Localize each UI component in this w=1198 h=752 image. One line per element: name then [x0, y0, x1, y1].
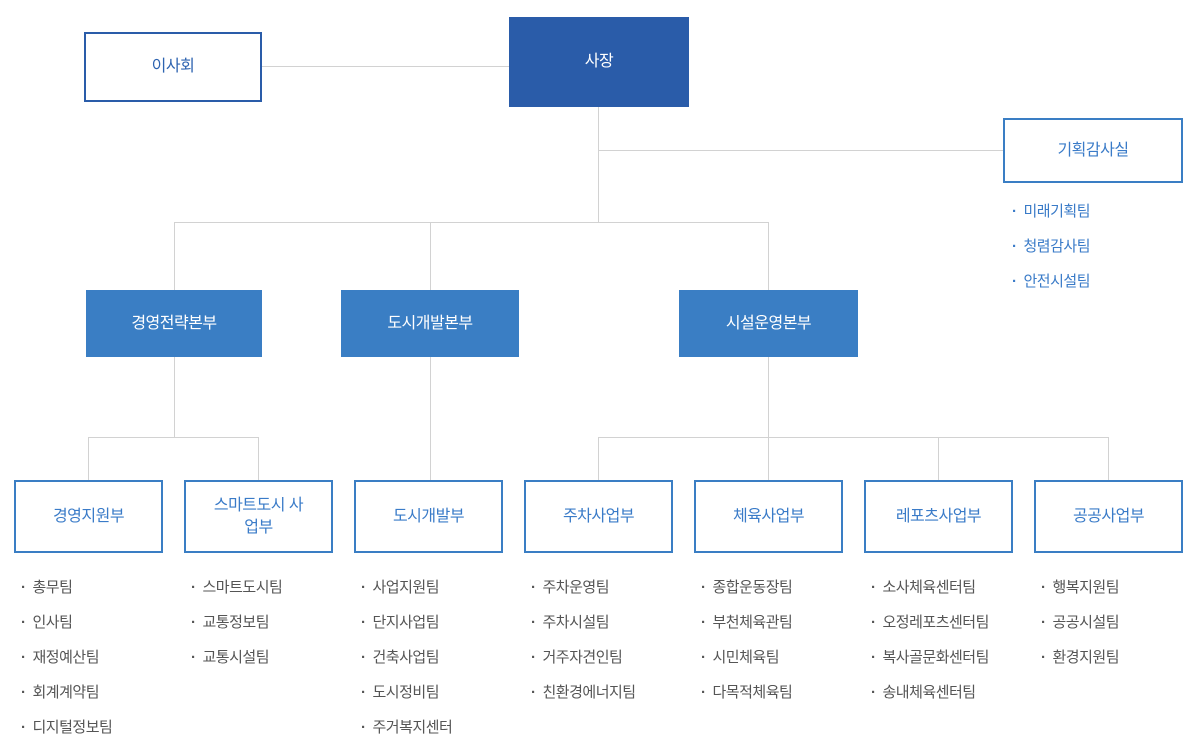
connector-division2-down: [430, 357, 431, 480]
team-item: 종합운동장팀: [701, 577, 793, 599]
org-node-board-label: 이사회: [151, 58, 195, 76]
connector-dept1-drop: [88, 437, 89, 480]
team-item: 송내체육센터팀: [871, 682, 989, 704]
connector-board-president: [262, 66, 509, 67]
audit-team-list: 미래기획팀 청렴감사팀 안전시설팀: [1012, 201, 1091, 306]
team-item: 행복지원팀: [1041, 577, 1120, 599]
team-item: 단지사업팀: [361, 612, 452, 634]
team-item: 청렴감사팀: [1012, 236, 1091, 258]
dept-team-list-leports: 소사체육센터팀 오정레포츠센터팀 복사골문화센터팀 송내체육센터팀: [871, 577, 990, 717]
connector-president-down: [598, 107, 599, 223]
team-item: 다목적체육팀: [701, 682, 793, 704]
team-item: 총무팀: [21, 577, 112, 599]
org-node-division-management-strategy: 경영전략본부: [86, 290, 262, 357]
org-node-division-facility-operation: 시설운영본부: [679, 290, 858, 357]
team-item: 친환경에너지팀: [531, 682, 637, 704]
dept-team-list-parking: 주차운영팀 주차시설팀 거주자견인팀 친환경에너지팀: [531, 577, 637, 717]
connector-dept4-drop: [598, 437, 599, 480]
org-node-dept-smart-city: 스마트도시 사업부: [184, 480, 333, 553]
team-item: 인사팀: [21, 612, 112, 634]
org-node-dept-parking: 주차사업부: [524, 480, 673, 553]
dept-team-list-public: 행복지원팀 공공시설팀 환경지원팀: [1041, 577, 1120, 682]
team-item: 건축사업팀: [361, 647, 452, 669]
connector-branch1-horizontal: [88, 437, 259, 438]
connector-dept5-drop: [768, 437, 769, 480]
org-node-board: 이사회: [84, 32, 262, 102]
team-item: 교통정보팀: [191, 612, 282, 634]
org-node-audit-office-label: 기획감사실: [1057, 141, 1129, 159]
team-item: 회계계약팀: [21, 682, 112, 704]
org-node-audit-office: 기획감사실: [1003, 118, 1183, 183]
team-item: 부천체육관팀: [701, 612, 793, 634]
dept-label: 경영지원부: [52, 507, 125, 525]
division-label: 도시개발본부: [387, 314, 473, 332]
connector-dept2-drop: [258, 437, 259, 480]
connector-to-audit: [599, 150, 1003, 151]
team-item: 환경지원팀: [1041, 647, 1120, 669]
team-item: 시민체육팀: [701, 647, 792, 669]
team-item: 거주자견인팀: [531, 647, 636, 669]
org-node-dept-leports: 레포츠사업부: [864, 480, 1013, 553]
connector-divisions-horizontal: [174, 222, 769, 223]
org-node-division-urban-development: 도시개발본부: [341, 290, 519, 357]
dept-label: 도시개발부: [392, 507, 465, 525]
org-node-dept-management-support: 경영지원부: [14, 480, 163, 553]
org-node-president-label: 사장: [584, 53, 614, 71]
dept-label: 주차사업부: [562, 507, 635, 525]
team-item: 사업지원팀: [361, 577, 452, 599]
connector-division3-down: [768, 357, 769, 437]
connector-dept7-drop: [1108, 437, 1109, 480]
connector-branch3-horizontal: [598, 437, 1109, 438]
org-node-dept-sports: 체육사업부: [694, 480, 843, 553]
team-item: 소사체육센터팀: [871, 577, 989, 599]
division-label: 시설운영본부: [725, 314, 812, 332]
team-item: 주차운영팀: [531, 577, 636, 599]
dept-team-list-management-support: 총무팀 인사팀 재정예산팀 회계계약팀 디지털정보팀: [21, 577, 113, 752]
dept-team-list-smart-city: 스마트도시팀 교통정보팀 교통시설팀: [191, 577, 283, 682]
team-item: 도시정비팀: [361, 682, 452, 704]
team-item: 재정예산팀: [21, 647, 112, 669]
team-item: 디지털정보팀: [21, 717, 113, 739]
org-node-dept-public: 공공사업부: [1034, 480, 1183, 553]
connector-division3-drop: [768, 222, 769, 290]
dept-team-list-sports: 종합운동장팀 부천체육관팀 시민체육팀 다목적체육팀: [701, 577, 793, 717]
dept-label: 체육사업부: [732, 507, 805, 525]
division-label: 경영전략본부: [131, 314, 217, 332]
dept-label: 공공사업부: [1072, 507, 1145, 525]
dept-label: 레포츠사업부: [895, 507, 982, 525]
dept-label: 스마트도시 사업부: [213, 496, 304, 536]
connector-division1-drop: [174, 222, 175, 290]
dept-team-list-urban-development: 사업지원팀 단지사업팀 건축사업팀 도시정비팀 주거복지센터: [361, 577, 453, 752]
org-node-dept-urban-development: 도시개발부: [354, 480, 503, 553]
connector-division2-drop: [430, 222, 431, 290]
team-item: 복사골문화센터팀: [871, 647, 990, 669]
team-item: 오정레포츠센터팀: [871, 612, 990, 634]
org-node-president: 사장: [509, 17, 689, 107]
team-item: 주거복지센터: [361, 717, 453, 739]
team-item: 주차시설팀: [531, 612, 636, 634]
team-item: 공공시설팀: [1041, 612, 1120, 634]
team-item: 교통시설팀: [191, 647, 282, 669]
team-item: 미래기획팀: [1012, 201, 1091, 223]
connector-dept6-drop: [938, 437, 939, 480]
team-item: 안전시설팀: [1012, 271, 1091, 293]
team-item: 스마트도시팀: [191, 577, 283, 599]
connector-division1-down: [174, 357, 175, 437]
